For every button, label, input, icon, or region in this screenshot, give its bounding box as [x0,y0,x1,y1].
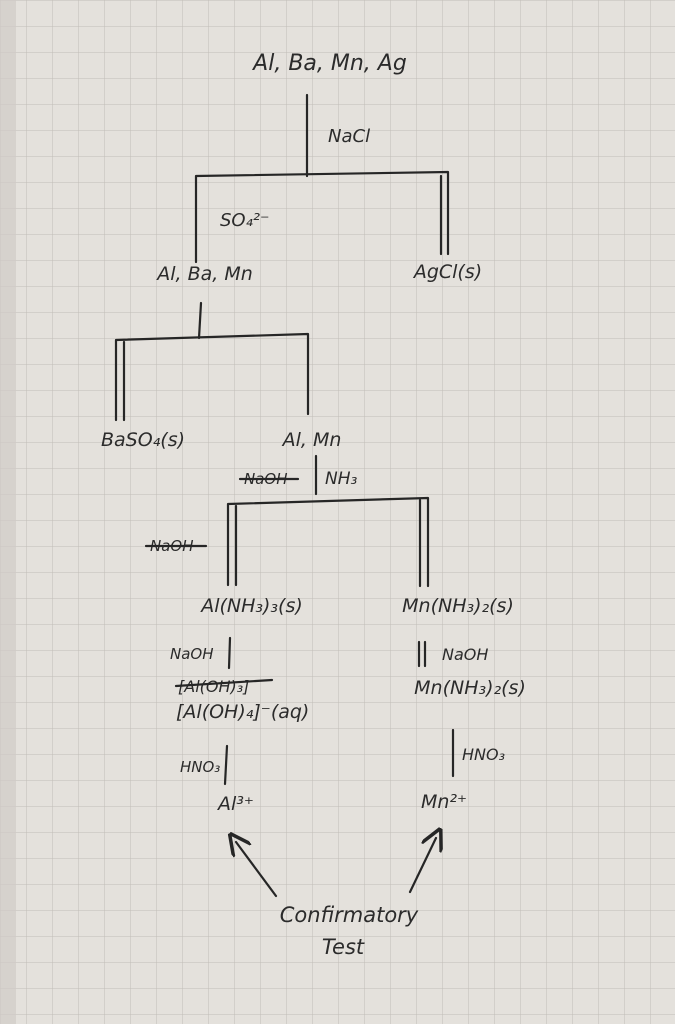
node-start: Al, Ba, Mn, Ag [251,51,407,76]
node-al-oh4: [Al(OH)₄]⁻(aq) [176,701,309,723]
node-al-nh3: Al(NH₃)₃(s) [199,595,303,617]
reagent-hno3-left: HNO₃ [180,758,220,776]
reagent-nacl: NaCl [328,126,370,147]
node-al-mn: Al, Mn [281,429,342,451]
node-mn-nh3-repeat: Mn(NH₃)₂(s) [414,677,526,699]
reagent-so4: SO₄²⁻ [220,210,270,231]
node-baso4: BaSO₄(s) [101,429,185,451]
node-al-oh3-crossed: [Al(OH)₃] [178,677,249,696]
arrow-to-al3 [236,842,278,898]
arrow-line-naoh-left [227,636,232,670]
reagent-naoh-right: NaOH [442,645,488,664]
arrow-to-mn2 [408,838,436,894]
bracket-level-2 [114,332,310,422]
node-mn2: Mn²⁺ [421,791,467,813]
node-mn-nh3: Mn(NH₃)₂(s) [402,595,514,617]
branch-line-al-ba-mn [197,301,203,340]
reagent-naoh-left: NaOH [170,645,214,663]
bracket-level-1 [194,170,450,264]
node-al-ba-mn: Al, Ba, Mn [155,263,253,285]
arrow-line-hno3-left [223,744,229,786]
bracket-level-3 [226,496,430,588]
reagent-nh3: NH₃ [325,469,358,489]
strike-al-oh3 [174,678,274,688]
reagent-hno3-right: HNO₃ [462,745,505,764]
node-agcl: AgCl(s) [412,261,482,283]
node-al3: Al³⁺ [216,793,254,815]
note-confirmatory: Confirmatory [280,903,419,927]
note-test: Test [322,935,365,959]
